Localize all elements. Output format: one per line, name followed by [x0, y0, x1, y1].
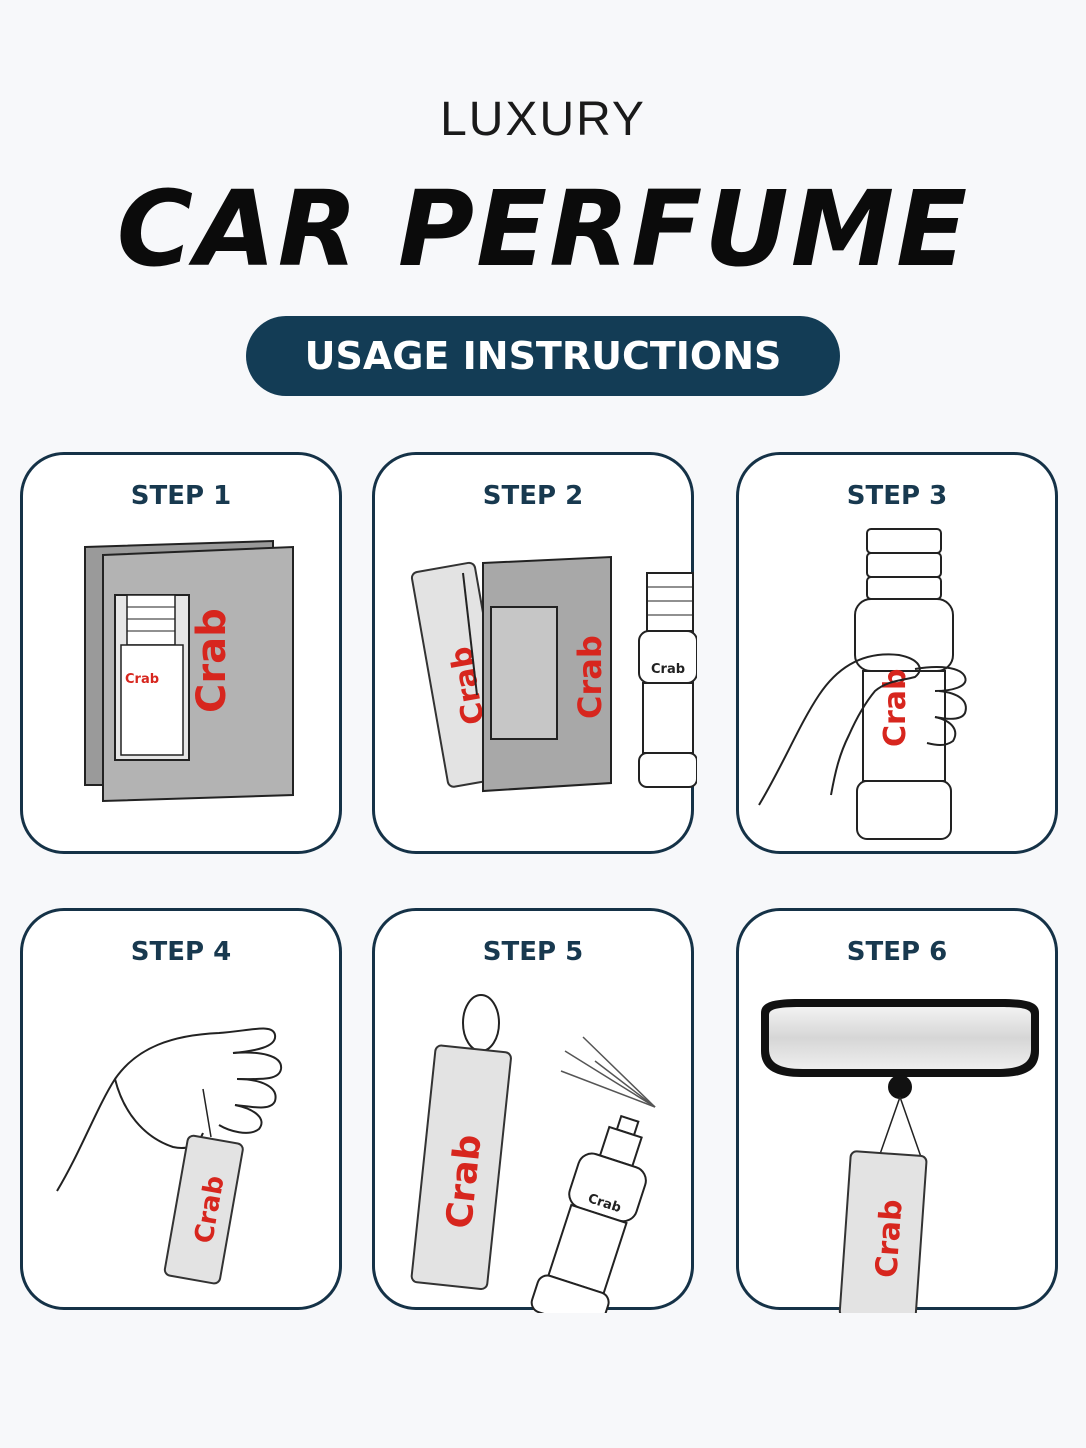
- perfume-box-icon: Crab Crab: [84, 539, 294, 803]
- usage-instructions-badge: USAGE INSTRUCTIONS: [246, 316, 840, 396]
- step-label: STEP 2: [482, 481, 584, 511]
- unboxed-bottle-and-card-icon: Crab Crab Crab: [410, 555, 697, 793]
- step-card-5: STEP 5 Crab Crab: [372, 908, 694, 1313]
- hand-holding-card-icon: Crab: [56, 1027, 283, 1285]
- header-subtitle: LUXURY: [440, 93, 646, 146]
- step-card-4: STEP 4 Crab: [20, 908, 342, 1310]
- step-label: STEP 3: [846, 481, 948, 511]
- logo-mark: Crab: [125, 672, 159, 687]
- header-title: CAR PERFUME: [116, 168, 970, 290]
- step-card-2: STEP 2 Crab Crab Crab: [372, 452, 697, 854]
- spray-card-icon: Crab Crab: [410, 994, 656, 1313]
- step-label: STEP 4: [130, 937, 232, 967]
- logo-mark: Crab: [869, 1198, 909, 1279]
- step-card-1: STEP 1 Crab Crab: [20, 452, 342, 854]
- step-label: STEP 5: [482, 937, 584, 967]
- logo-mark: Crab: [189, 608, 235, 713]
- step-label: STEP 1: [130, 481, 232, 511]
- step-label: STEP 6: [846, 937, 948, 967]
- hand-holding-bottle-icon: Crab: [758, 528, 967, 840]
- step-card-6: STEP 6 Crab: [736, 908, 1058, 1313]
- logo-mark: Crab: [651, 662, 685, 677]
- step-card-3: STEP 3 Crab: [736, 452, 1058, 854]
- logo-mark: Crab: [878, 668, 913, 747]
- logo-mark: Crab: [439, 1133, 490, 1231]
- hang-on-mirror-icon: Crab: [761, 999, 1039, 1313]
- logo-mark: Crab: [571, 635, 609, 719]
